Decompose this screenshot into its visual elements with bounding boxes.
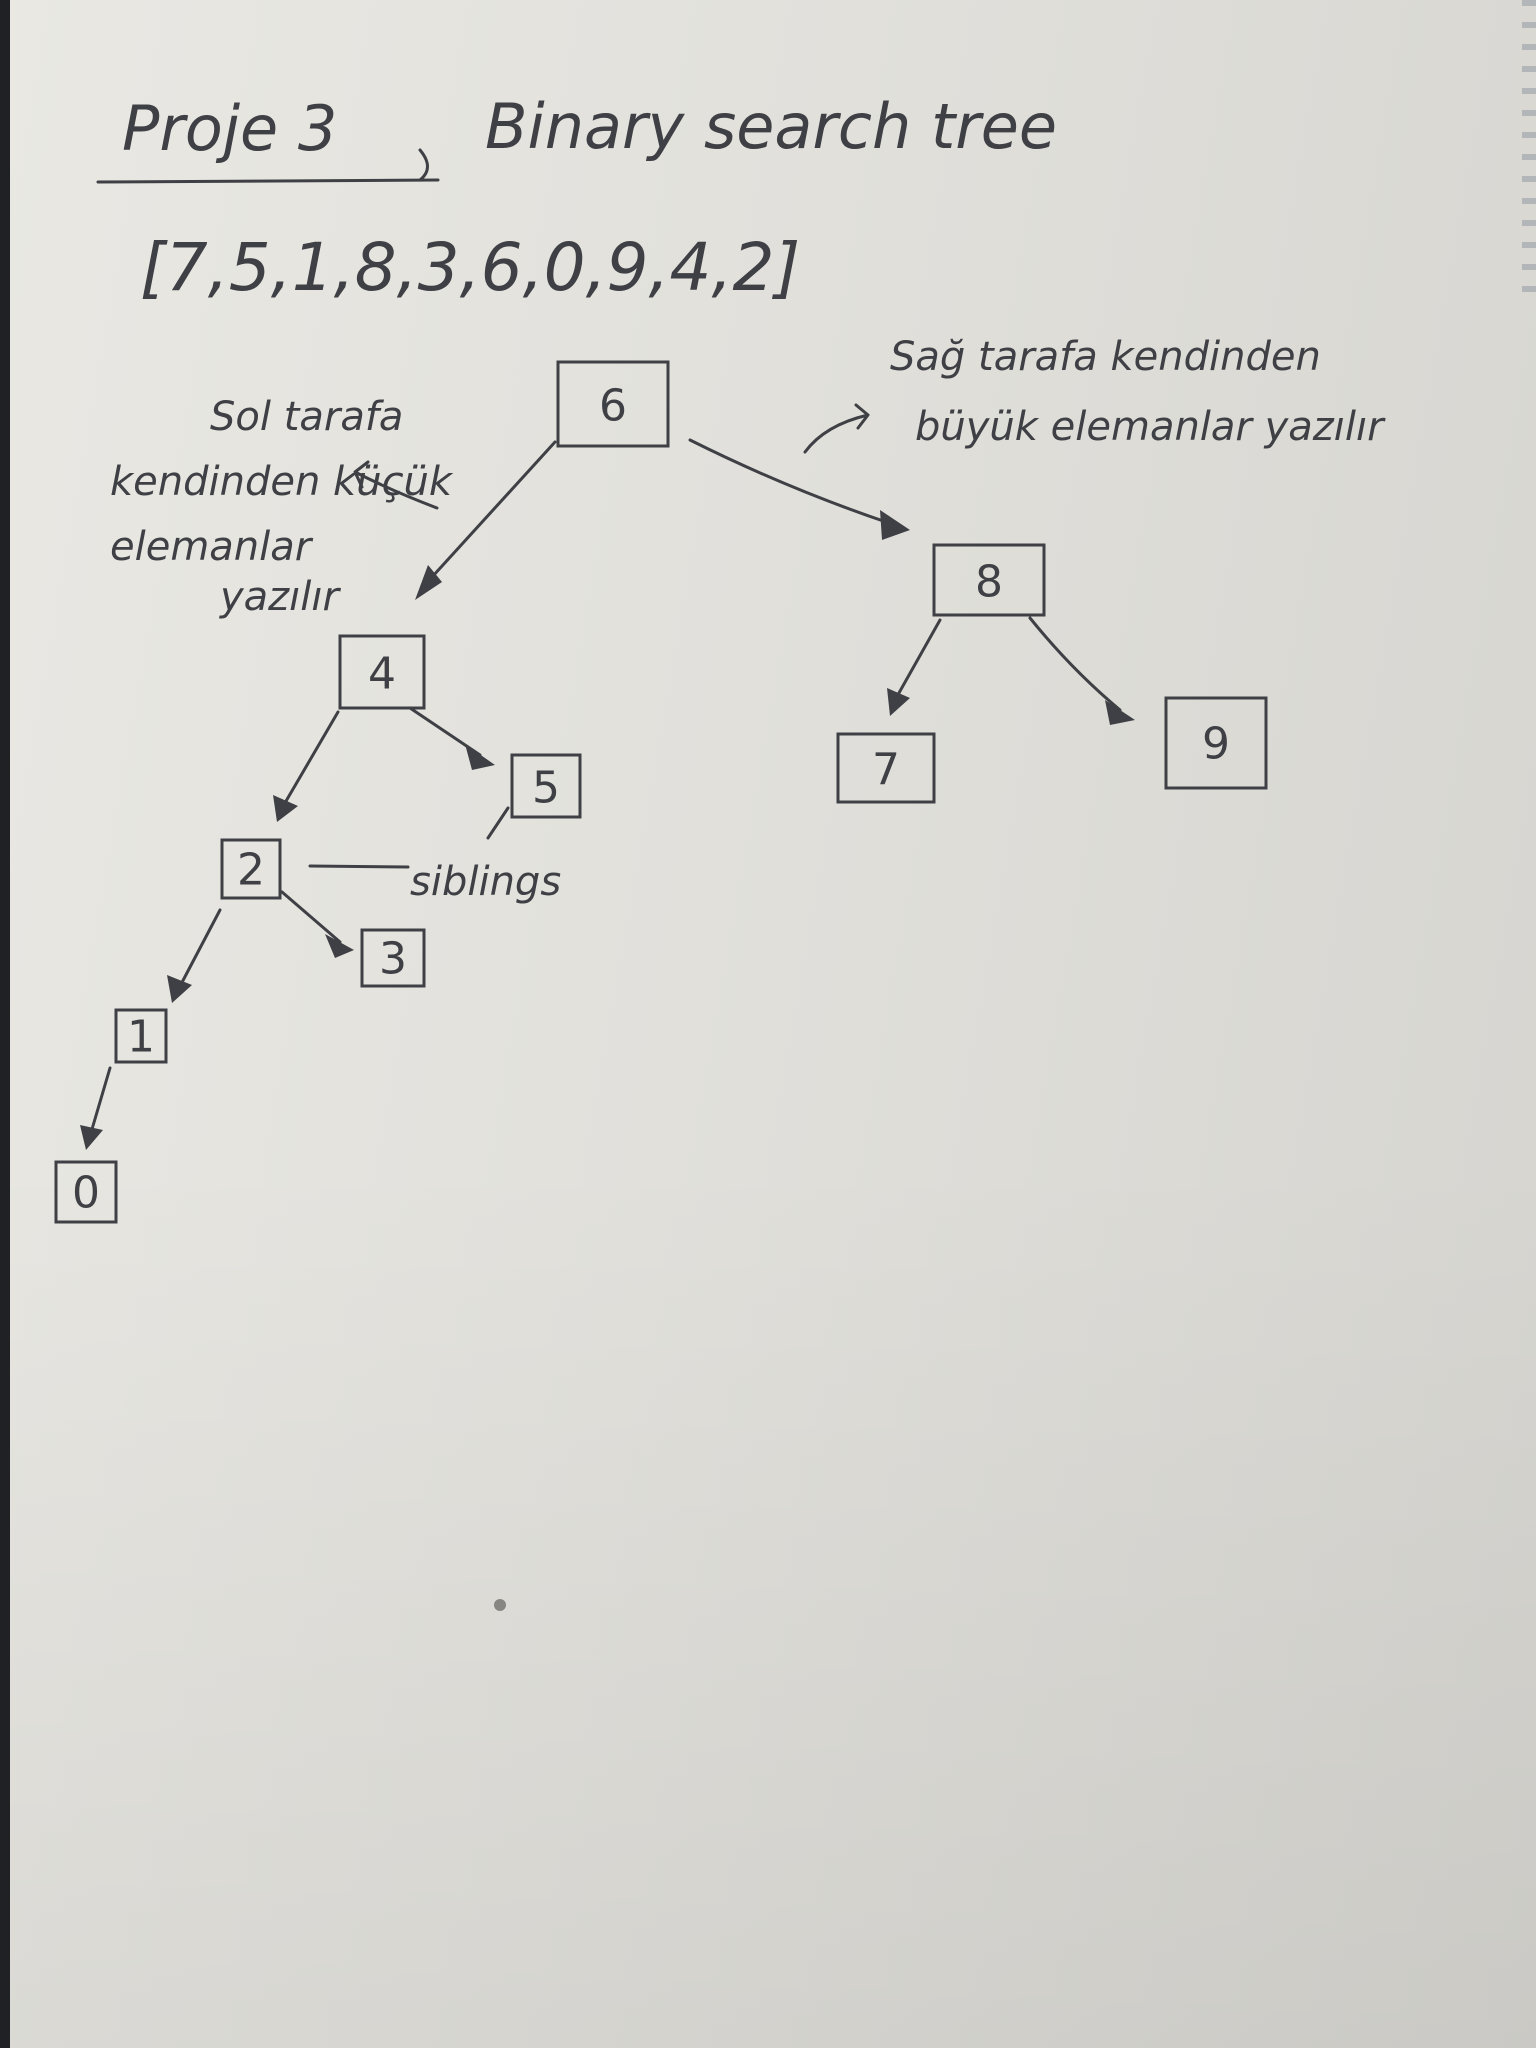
node-label-2: 2 xyxy=(237,845,265,896)
siblings-line-left xyxy=(308,864,410,869)
left-note-arrow xyxy=(353,460,439,510)
title: Proje 3 xyxy=(122,92,337,165)
tree-node-7: 7 xyxy=(836,732,936,804)
edge-8-9 xyxy=(1028,616,1135,725)
right-note-arrow xyxy=(803,403,870,454)
tree-node-1: 1 xyxy=(114,1008,168,1064)
array-text: [7,5,1,8,3,6,0,9,4,2] xyxy=(140,229,800,306)
title-underline xyxy=(96,178,440,184)
left-note-line-4: yazılır xyxy=(219,574,342,620)
edge-4-5 xyxy=(408,706,495,770)
tree-node-2: 2 xyxy=(220,838,282,900)
node-label-1: 1 xyxy=(127,1012,155,1063)
handwritten-diagram: Proje 3 Binary search tree [7,5,1,8,3,6,… xyxy=(54,90,1386,1611)
tree-node-3: 3 xyxy=(360,928,426,988)
tree-node-6: 6 xyxy=(556,360,670,448)
title-bracket xyxy=(418,148,429,182)
tree-node-9: 9 xyxy=(1164,696,1268,790)
node-label-4: 4 xyxy=(368,649,396,700)
siblings-line-right xyxy=(486,806,510,840)
notebook-page: Proje 3 Binary search tree [7,5,1,8,3,6,… xyxy=(10,0,1536,2048)
edge-2-3 xyxy=(280,890,354,958)
notebook-spiral xyxy=(1522,0,1536,300)
node-label-9: 9 xyxy=(1202,719,1230,770)
tree-node-5: 5 xyxy=(510,753,582,819)
edge-2-1 xyxy=(167,908,222,1003)
page-shadow xyxy=(10,1150,1536,2048)
right-note-line-1: Sağ tarafa kendinden xyxy=(890,334,1321,380)
siblings-label: siblings xyxy=(410,859,561,905)
node-label-7: 7 xyxy=(872,745,900,796)
right-note-line-2: büyük elemanlar yazılır xyxy=(915,404,1386,450)
edge-4-2 xyxy=(273,710,340,822)
tree-node-4: 4 xyxy=(338,634,426,710)
edge-8-7 xyxy=(887,618,942,716)
left-note-line-3: elemanlar xyxy=(110,524,314,570)
node-label-0: 0 xyxy=(72,1168,100,1219)
subtitle: Binary search tree xyxy=(485,90,1057,163)
node-label-6: 6 xyxy=(599,381,627,432)
node-label-3: 3 xyxy=(379,934,407,985)
node-label-8: 8 xyxy=(975,557,1003,608)
node-label-5: 5 xyxy=(532,763,560,814)
left-note-line-1: Sol tarafa xyxy=(210,394,403,440)
tree-node-8: 8 xyxy=(932,543,1046,617)
edge-1-0 xyxy=(80,1066,112,1150)
tree-node-0: 0 xyxy=(54,1160,118,1224)
edge-6-4 xyxy=(415,440,557,600)
ink-dot xyxy=(494,1599,506,1611)
left-note-line-2: kendinden küçük xyxy=(110,459,454,505)
edge-6-8 xyxy=(688,438,910,540)
